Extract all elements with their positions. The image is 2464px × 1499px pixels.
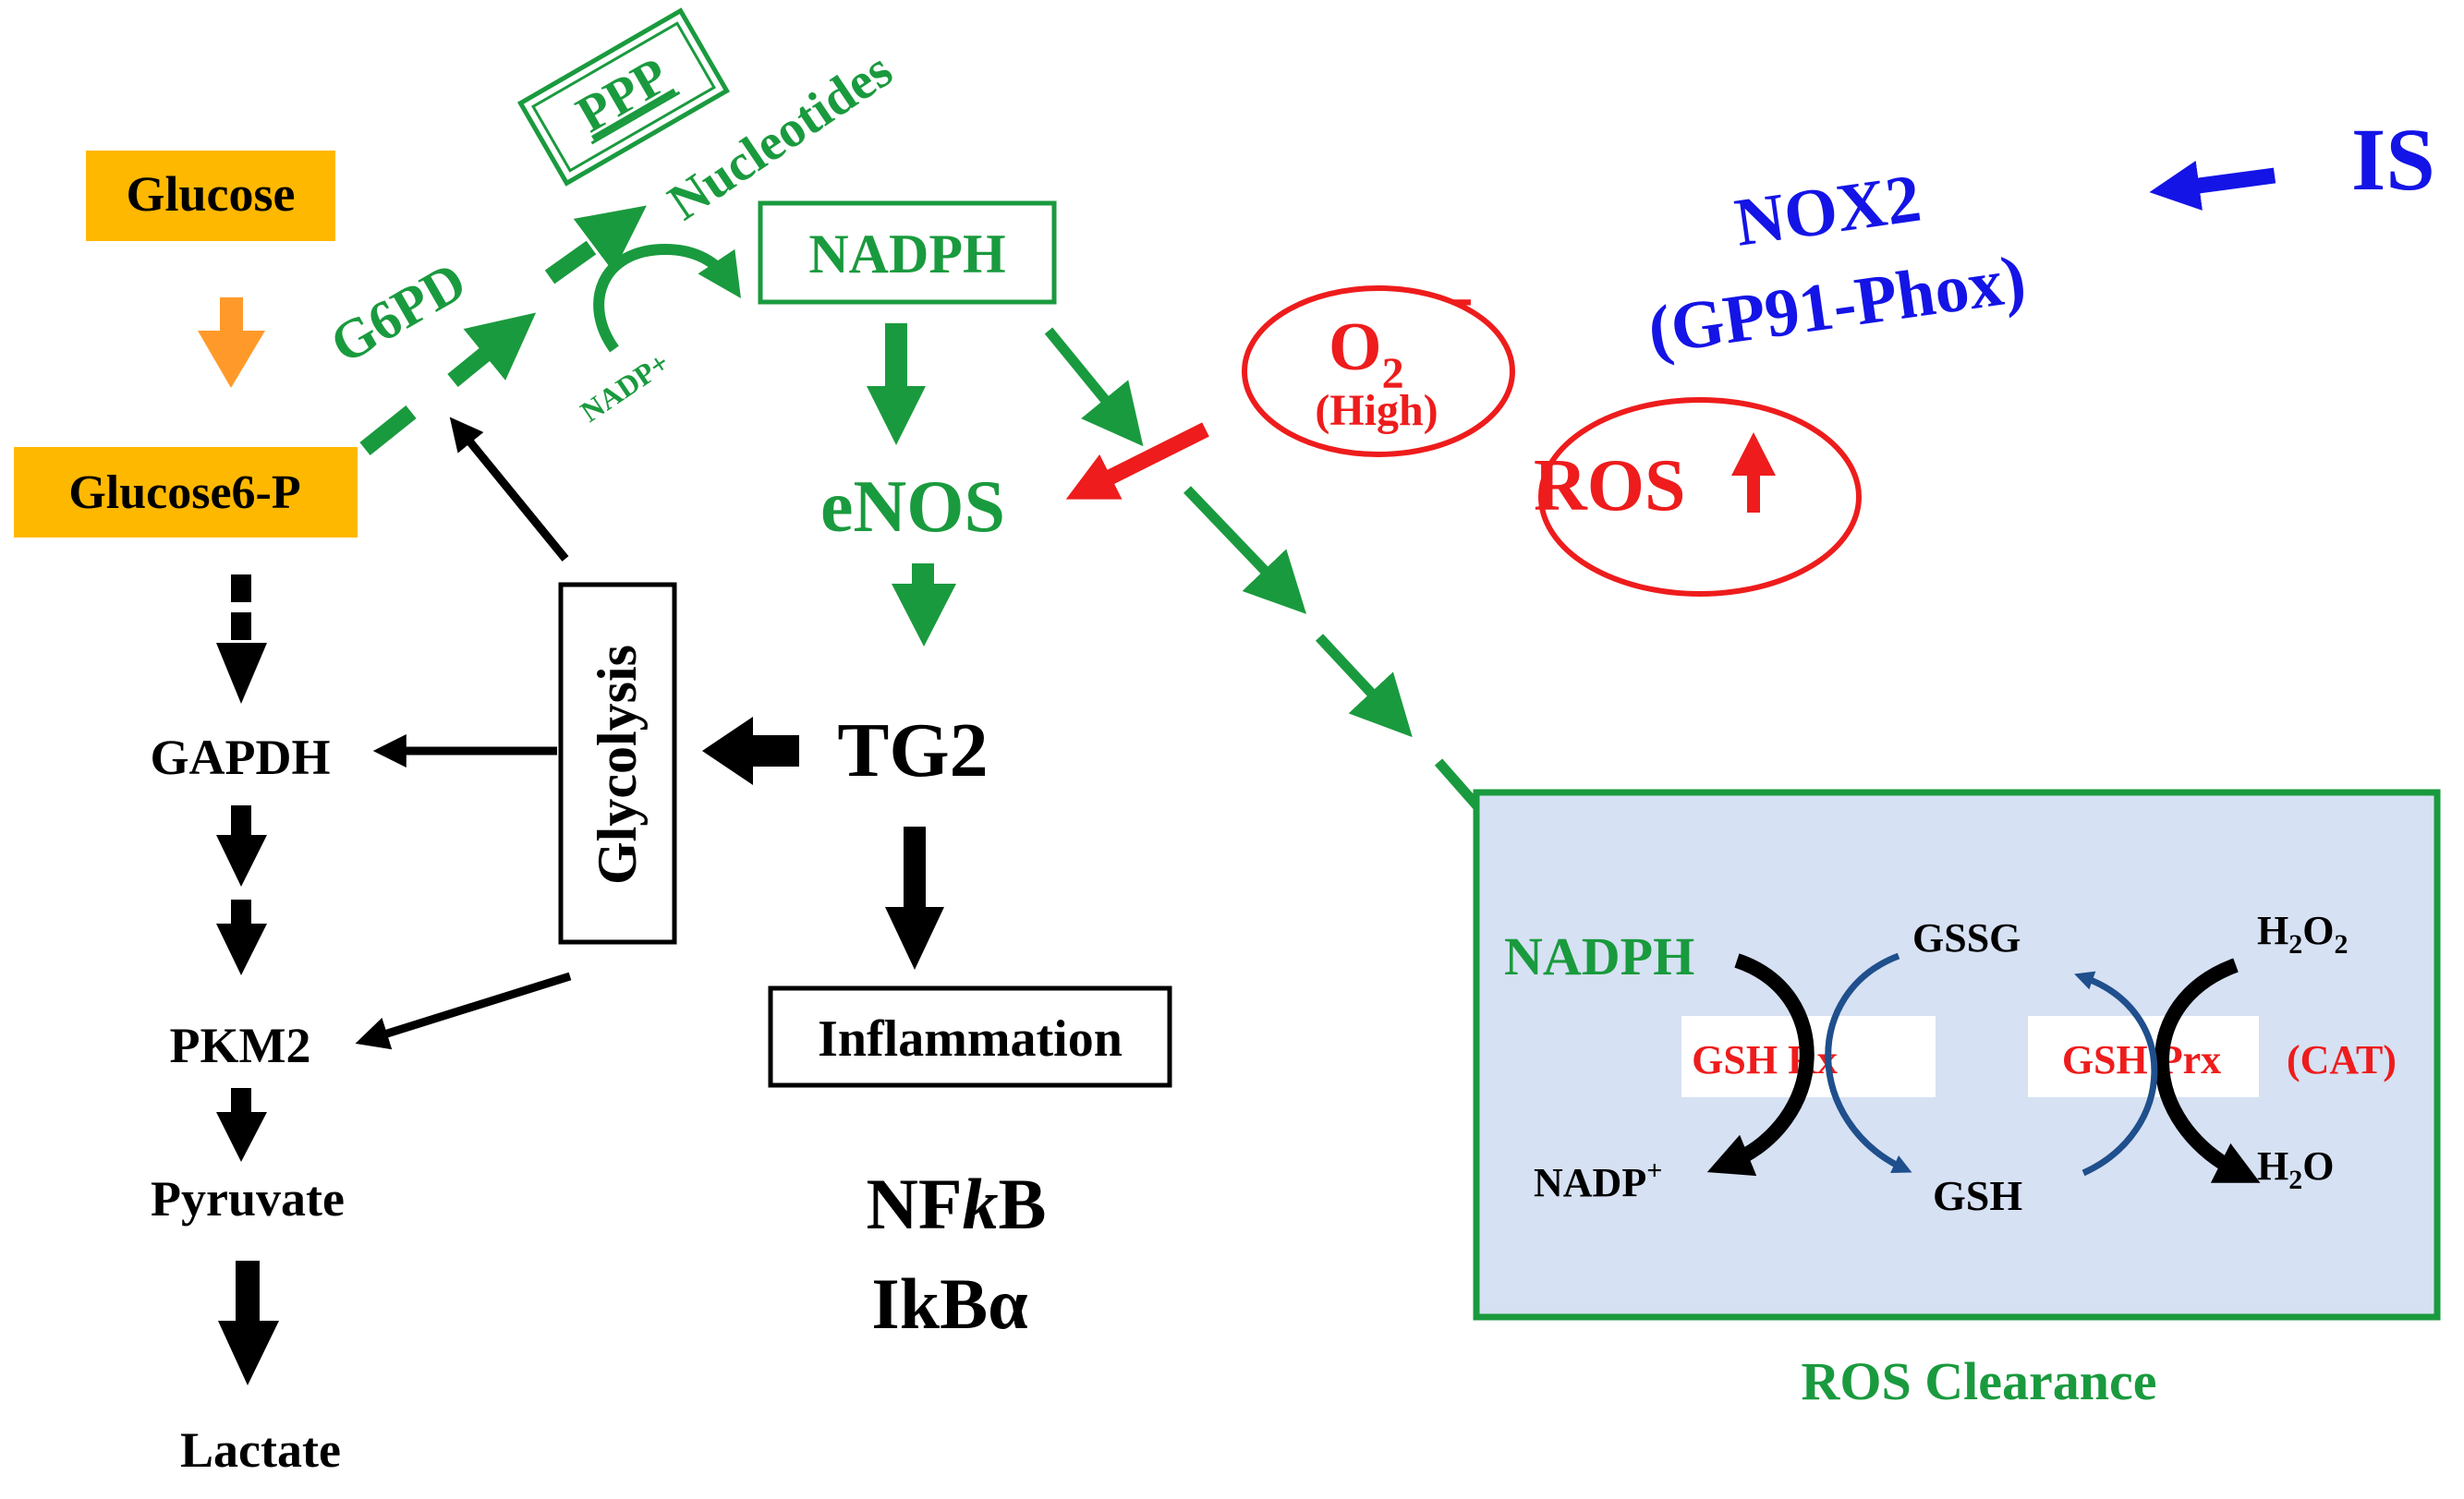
superoxide-ellipse <box>1242 285 1515 457</box>
superoxide-label: O2 <box>1329 309 1404 398</box>
panel-nadp-plus-label: NADP+ <box>1534 1155 1662 1205</box>
gapdh-to-pkm2-arrow-2 <box>216 900 267 975</box>
glycolysis-to-g6p-arrow <box>449 417 569 562</box>
glycolysis-to-pkm2-arrow <box>355 972 572 1050</box>
panel-gsh-label: GSH <box>1933 1172 2022 1219</box>
tg2-label: TG2 <box>837 707 988 793</box>
gapdh-to-pkm2-arrow-1 <box>216 805 267 887</box>
pyruvate-to-lactate-arrow <box>218 1261 279 1385</box>
glycolysis-box <box>558 582 677 945</box>
ros-up-arrow <box>1731 432 1776 513</box>
superoxide-to-enos-arrow <box>1065 422 1209 500</box>
tg2-to-glycolysis-arrow <box>702 717 799 785</box>
gp91-phox-label: (GP91-Phox) <box>1644 241 2030 369</box>
enos-to-tg2-arrow <box>892 563 956 647</box>
is-label: IS <box>2351 110 2435 209</box>
enos-label: eNOS <box>820 466 1005 548</box>
gsh-prx-label: GSH Prx <box>2062 1037 2221 1082</box>
glucose-box <box>86 151 335 241</box>
glucose6p-label: Glucose6-P <box>68 466 300 519</box>
panel-nadph-label: NADPH <box>1504 926 1694 986</box>
nox2-label: NOX2 <box>1730 161 1925 261</box>
tg2-to-inflammation-arrow <box>885 827 944 970</box>
nadp-plus-label: NADP+ <box>575 345 675 429</box>
g6p-to-gapdh-arrow <box>216 574 267 704</box>
gsh-to-gssg-curve <box>2074 971 2158 1177</box>
nadph-to-clearance-arrow <box>1044 327 1537 874</box>
g6pd-label: G6PD <box>321 250 477 375</box>
nadph-to-enos-arrow <box>867 323 926 445</box>
ros-clearance-caption: ROS Clearance <box>1802 1351 2157 1411</box>
superoxide-charge: - <box>1450 259 1474 334</box>
inflammation-label: Inflammation <box>818 1010 1123 1068</box>
panel-gssg-label: GSSG <box>1912 915 2021 961</box>
gssg-to-gsh-curve <box>1825 952 1912 1173</box>
cat-label: (CAT) <box>2287 1037 2397 1082</box>
nadp-to-nadph-curve <box>593 243 741 353</box>
nfkb-label: NFkB <box>866 1164 1046 1244</box>
is-to-nox2-arrow <box>2149 160 2276 211</box>
g6pd-dashed-arrow <box>359 205 647 456</box>
lactate-label: Lactate <box>180 1422 341 1478</box>
glycolysis-label: Glycolysis <box>587 645 648 885</box>
ros-clearance-panel <box>1473 789 2441 1321</box>
nadph-box-label: NADPH <box>808 224 1005 284</box>
panel-h2o-label: H2O <box>2257 1143 2334 1195</box>
nadph-box <box>758 200 1057 305</box>
pyruvate-label: Pyruvate <box>151 1171 345 1227</box>
gapdh-label: GAPDH <box>151 730 331 785</box>
ikba-label: IkBα <box>871 1263 1027 1344</box>
ppp-box: PPP <box>516 7 731 187</box>
nadph-to-nadp-curve <box>1706 953 1815 1177</box>
pkm2-label: PKM2 <box>170 1018 311 1073</box>
inflammation-box <box>768 985 1172 1088</box>
gsh-rx-label: GSH Rx <box>1692 1037 1838 1082</box>
ros-ellipse <box>1538 397 1862 597</box>
pkm2-to-pyruvate-arrow <box>216 1088 267 1162</box>
panel-h2o2-label: H2O2 <box>2257 908 2348 960</box>
glucose6p-box <box>14 447 358 538</box>
h2o2-to-h2o-curve <box>2154 958 2261 1183</box>
superoxide-high-label: (High) <box>1315 386 1438 435</box>
ros-label: ROS <box>1534 445 1686 526</box>
glucose-to-g6p-arrow <box>198 297 265 388</box>
glucose-label: Glucose <box>127 166 296 222</box>
